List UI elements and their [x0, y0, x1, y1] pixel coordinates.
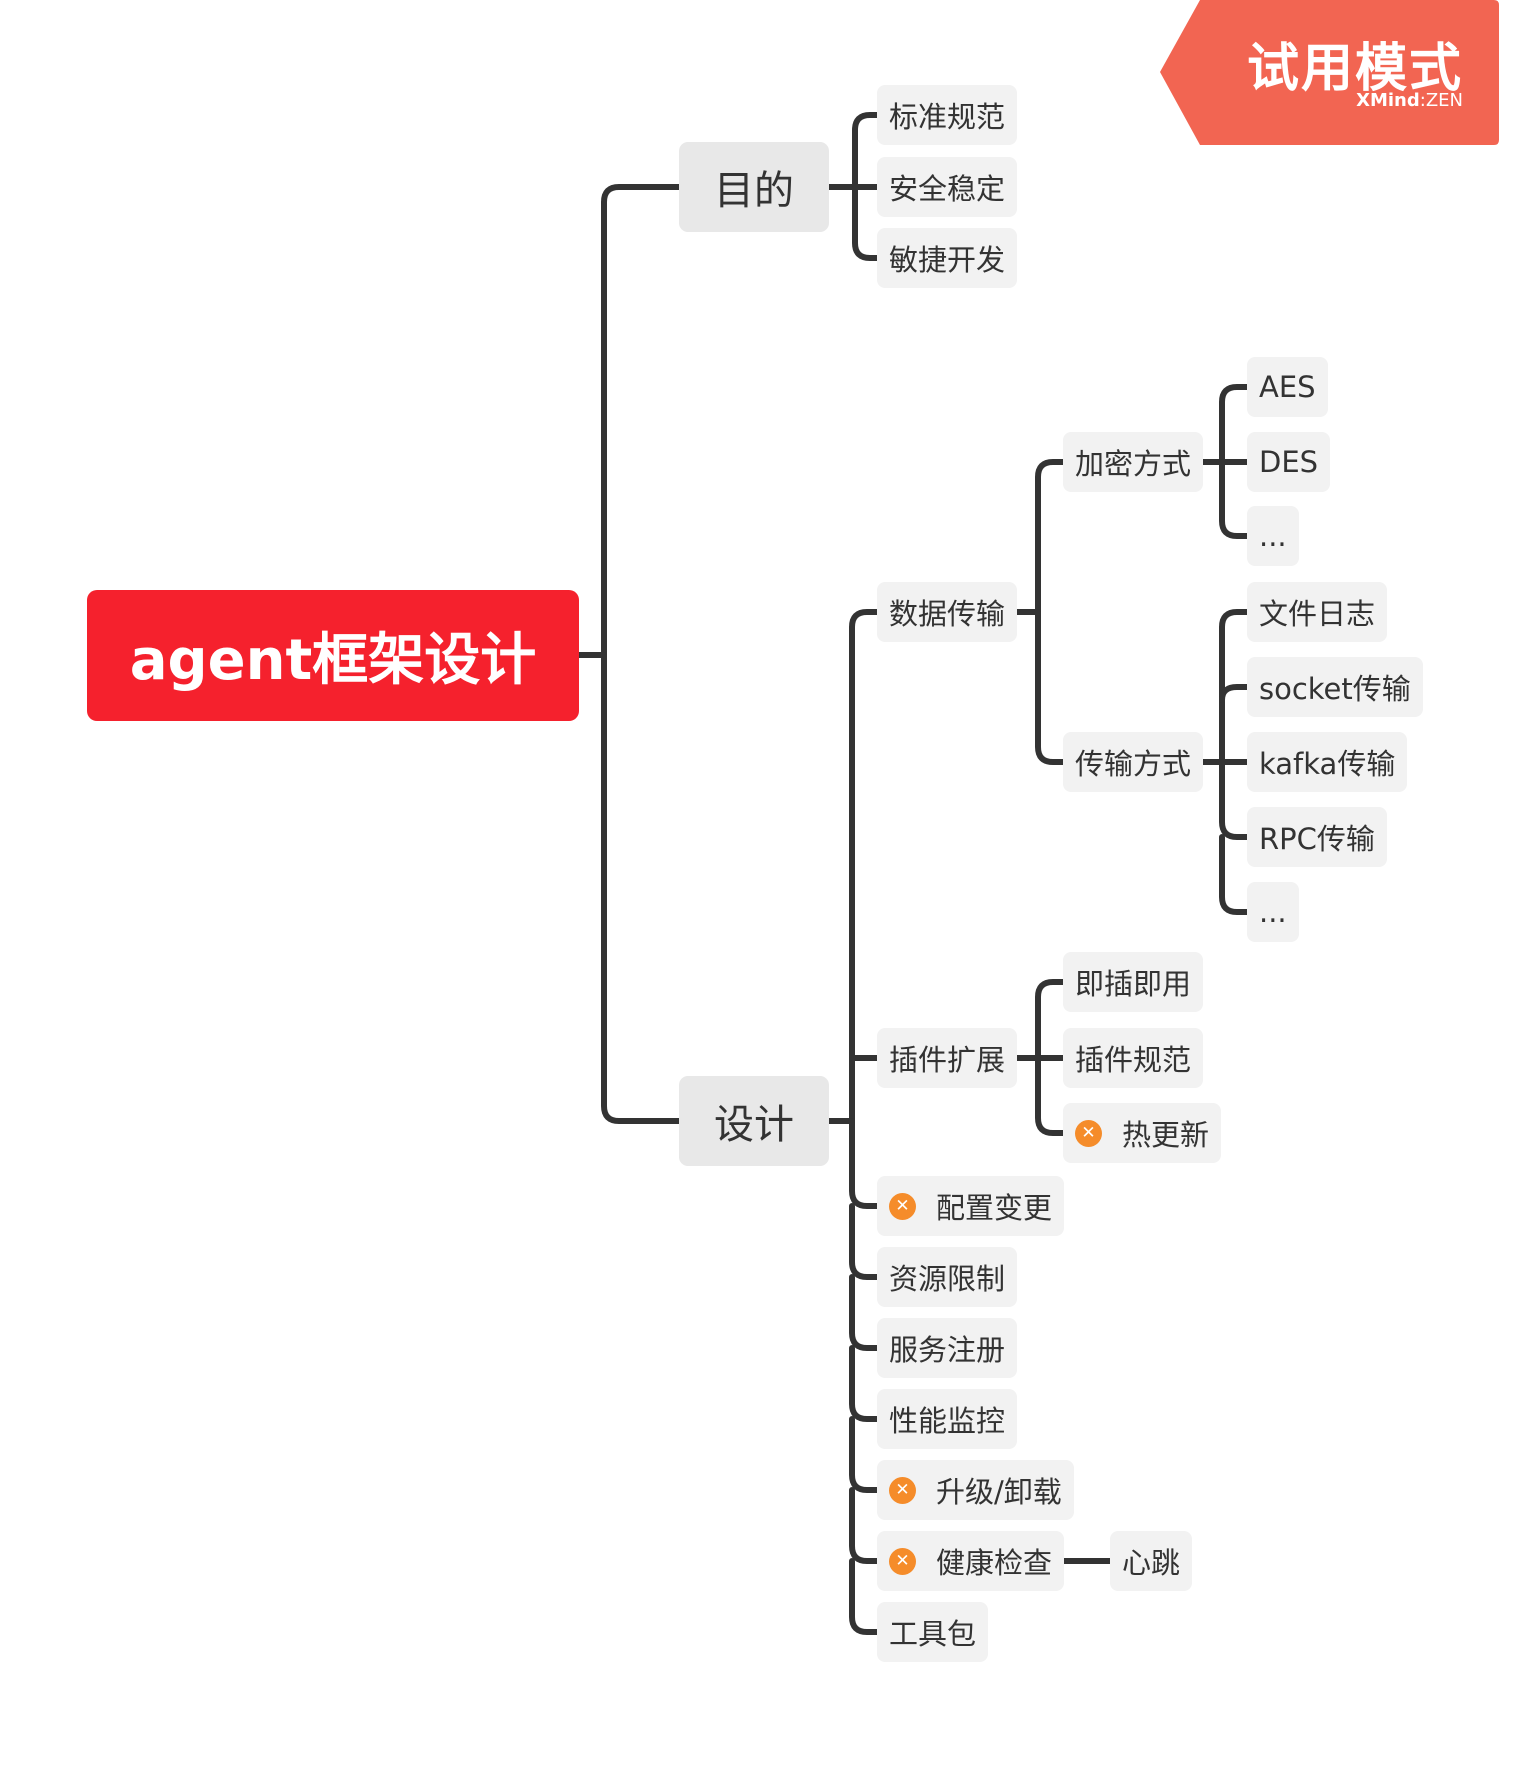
design-plugin[interactable]: 插件扩展	[877, 1028, 1018, 1088]
design-upgrade[interactable]: ✕ 升级/卸载	[877, 1460, 1074, 1520]
trans-kafka[interactable]: kafka传输	[1247, 732, 1408, 792]
xmind-brand-suffix: :ZEN	[1419, 90, 1463, 111]
trans-rpc[interactable]: RPC传输	[1247, 807, 1387, 867]
warning-x-icon: ✕	[889, 1547, 916, 1575]
connector-design-3	[849, 1118, 880, 1209]
design-config-change[interactable]: ✕ 配置变更	[877, 1176, 1065, 1236]
connector-root-design	[601, 652, 682, 1124]
data-encryption[interactable]: 加密方式	[1063, 432, 1204, 492]
root-topic[interactable]: agent框架设计	[87, 590, 579, 721]
design-health-check-label: 健康检查	[936, 1546, 1053, 1580]
warning-x-icon: ✕	[889, 1476, 916, 1504]
connector-trans-1	[1219, 609, 1250, 765]
plugin-plug-and-play[interactable]: 即插即用	[1063, 952, 1204, 1012]
design-service-register[interactable]: 服务注册	[877, 1318, 1018, 1378]
trial-mode-banner	[1160, 0, 1499, 145]
design-data-transfer[interactable]: 数据传输	[877, 582, 1018, 642]
connector-plugin-1	[1035, 979, 1066, 1061]
plugin-hot-update[interactable]: ✕ 热更新	[1063, 1103, 1222, 1163]
connector-trans-5	[1219, 834, 1250, 915]
trans-file-log[interactable]: 文件日志	[1247, 582, 1388, 642]
connector-design-1	[849, 609, 880, 1124]
trans-socket[interactable]: socket传输	[1247, 657, 1423, 717]
trial-mode-title: 试用模式	[1246, 39, 1463, 99]
connector-trans-4	[1219, 759, 1250, 840]
enc-des[interactable]: DES	[1247, 432, 1331, 492]
connector-data-enc	[1035, 459, 1066, 615]
data-transport[interactable]: 传输方式	[1063, 732, 1204, 792]
design-upgrade-label: 升级/卸载	[936, 1475, 1062, 1509]
goal-stability[interactable]: 安全稳定	[877, 157, 1018, 217]
warning-x-icon: ✕	[1075, 1119, 1102, 1147]
connector-enc-1	[1219, 384, 1250, 465]
design-toolkit[interactable]: 工具包	[877, 1602, 989, 1662]
connector-goal-3	[852, 184, 880, 261]
connector-goal-1	[852, 112, 880, 190]
design-health-check[interactable]: ✕ 健康检查	[877, 1531, 1065, 1591]
branch-goal[interactable]: 目的	[679, 142, 829, 232]
connector-design-5	[849, 1274, 880, 1351]
xmind-brand-name: XMind	[1356, 90, 1420, 111]
xmind-brand: XMind:ZEN	[1240, 90, 1463, 111]
connector-plugin-3	[1035, 1055, 1066, 1136]
design-resource-limit[interactable]: 资源限制	[877, 1247, 1018, 1307]
connector-design-8	[849, 1487, 880, 1564]
plugin-hot-update-label: 热更新	[1122, 1118, 1210, 1152]
design-config-change-label: 配置变更	[936, 1191, 1053, 1225]
connector-root-goal	[601, 184, 682, 658]
health-heartbeat[interactable]: 心跳	[1110, 1531, 1193, 1591]
connector-design-6	[849, 1345, 880, 1422]
connector-design-7	[849, 1416, 880, 1493]
enc-aes[interactable]: AES	[1247, 357, 1328, 417]
branch-design[interactable]: 设计	[679, 1076, 829, 1166]
connector-design-9	[849, 1558, 880, 1635]
connector-trans-2	[1219, 684, 1250, 703]
enc-more[interactable]: ...	[1247, 506, 1299, 566]
plugin-spec[interactable]: 插件规范	[1063, 1028, 1204, 1088]
warning-x-icon: ✕	[889, 1192, 916, 1220]
connector-enc-3	[1219, 459, 1250, 539]
design-perf-monitor[interactable]: 性能监控	[877, 1389, 1018, 1449]
connector-design-4	[849, 1203, 880, 1280]
goal-standard[interactable]: 标准规范	[877, 85, 1018, 145]
trans-more[interactable]: ...	[1247, 882, 1299, 942]
goal-agile[interactable]: 敏捷开发	[877, 228, 1018, 288]
connector-data-trans	[1035, 609, 1066, 765]
